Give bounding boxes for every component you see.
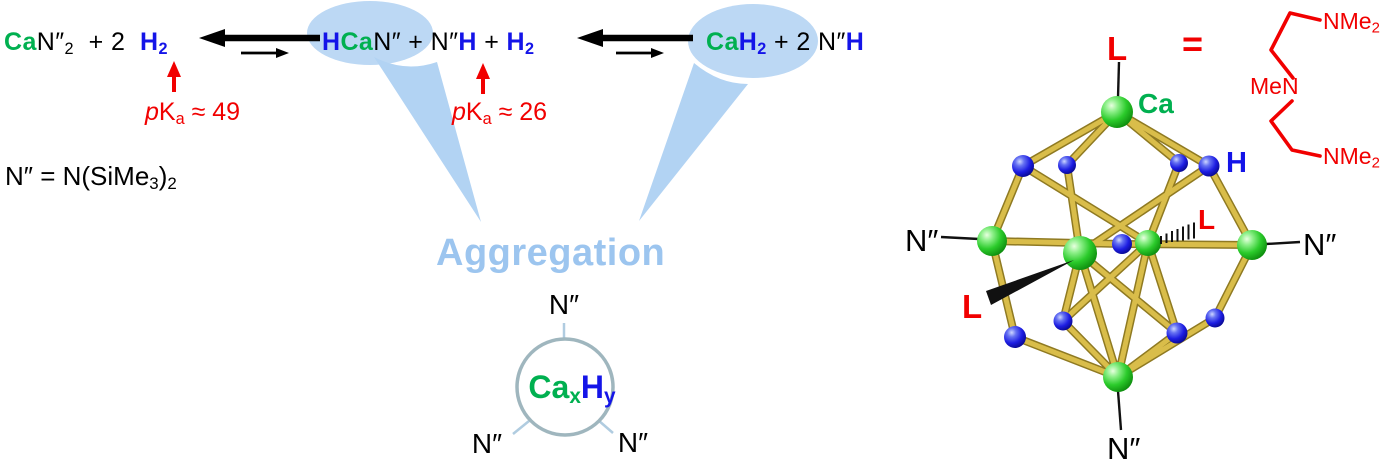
ca-atom-top bbox=[1101, 96, 1133, 128]
hashed-wedge-bond bbox=[1160, 222, 1195, 244]
cluster-ligand-label-top: L bbox=[1107, 30, 1128, 67]
h-atom bbox=[1053, 311, 1073, 331]
h-atom bbox=[1205, 308, 1225, 328]
equation-product: CaH2 + 2 N″H bbox=[706, 28, 865, 59]
hydride-atoms bbox=[1004, 154, 1225, 348]
aggregation-label: Aggregation bbox=[436, 232, 666, 274]
highlight-bubble-hcan bbox=[307, 1, 433, 65]
cluster-ca-label: Ca bbox=[1138, 88, 1174, 119]
calcium-atoms bbox=[977, 96, 1267, 392]
ligand-equals-sign: = bbox=[1182, 23, 1204, 64]
aggregation-bubbles bbox=[307, 1, 818, 222]
h-atom bbox=[1004, 326, 1026, 348]
h-atom bbox=[1058, 156, 1076, 174]
cluster-ligand-label-left: L bbox=[962, 288, 983, 325]
equilibrium-arrows-right bbox=[577, 29, 693, 58]
ligand-nme2-label-bottom: NMe2 bbox=[1323, 143, 1380, 172]
highlight-bubble-cah2 bbox=[688, 4, 818, 78]
pka-label-right: pKa ≈ 26 bbox=[452, 98, 548, 129]
core-circle bbox=[515, 337, 615, 437]
cluster-h-label: H bbox=[1226, 147, 1247, 179]
cluster-structure bbox=[940, 61, 1301, 431]
equilibrium-arrows-left bbox=[199, 29, 320, 58]
equation-reactant: CaN″2 + 2 H2 bbox=[4, 28, 168, 59]
pka-arrow-left bbox=[167, 61, 181, 92]
h-atom-central bbox=[1112, 234, 1132, 254]
ca-atom-bottom bbox=[1103, 362, 1133, 392]
h-atom bbox=[1198, 155, 1220, 177]
amide-definition: N″ = N(SiMe3)2 bbox=[5, 161, 177, 194]
h-atom bbox=[1170, 154, 1188, 172]
core-amide-label-bottom-left: N″ bbox=[471, 428, 503, 459]
bubble-tail-right bbox=[639, 63, 748, 221]
core-formula: CaxHy bbox=[528, 369, 616, 409]
ligand-structure-drawing bbox=[1269, 11, 1322, 158]
cluster-connector-lines bbox=[940, 61, 1301, 431]
ligand-men-label: MeN bbox=[1250, 73, 1299, 99]
ca-atom-left bbox=[977, 226, 1007, 256]
equation-intermediate: HCaN″ + N″H + H2 bbox=[322, 28, 535, 59]
core-amide-label-top: N″ bbox=[548, 289, 580, 320]
cluster-ligand-label-right: L bbox=[1198, 204, 1216, 235]
ca-atom-front bbox=[1063, 236, 1097, 270]
bubble-tail-left bbox=[374, 57, 481, 222]
h-atom bbox=[1012, 155, 1034, 177]
pka-label-left: pKa ≈ 49 bbox=[145, 98, 241, 129]
pka-arrow-right bbox=[476, 63, 490, 94]
core-amide-label-bottom-right: N″ bbox=[617, 427, 649, 458]
bold-wedge-bond bbox=[986, 260, 1074, 305]
cluster-amide-label-right: N″ bbox=[1303, 227, 1337, 262]
h-atom bbox=[1166, 322, 1188, 344]
cluster-amide-label-bottom: N″ bbox=[1107, 431, 1141, 466]
ca-atom-right bbox=[1237, 230, 1267, 260]
cluster-amide-label-left: N″ bbox=[905, 223, 939, 258]
ligand-nme2-label-top: NMe2 bbox=[1323, 8, 1380, 37]
core-complex-diagram bbox=[512, 323, 615, 437]
ca-atom-back bbox=[1135, 230, 1161, 256]
